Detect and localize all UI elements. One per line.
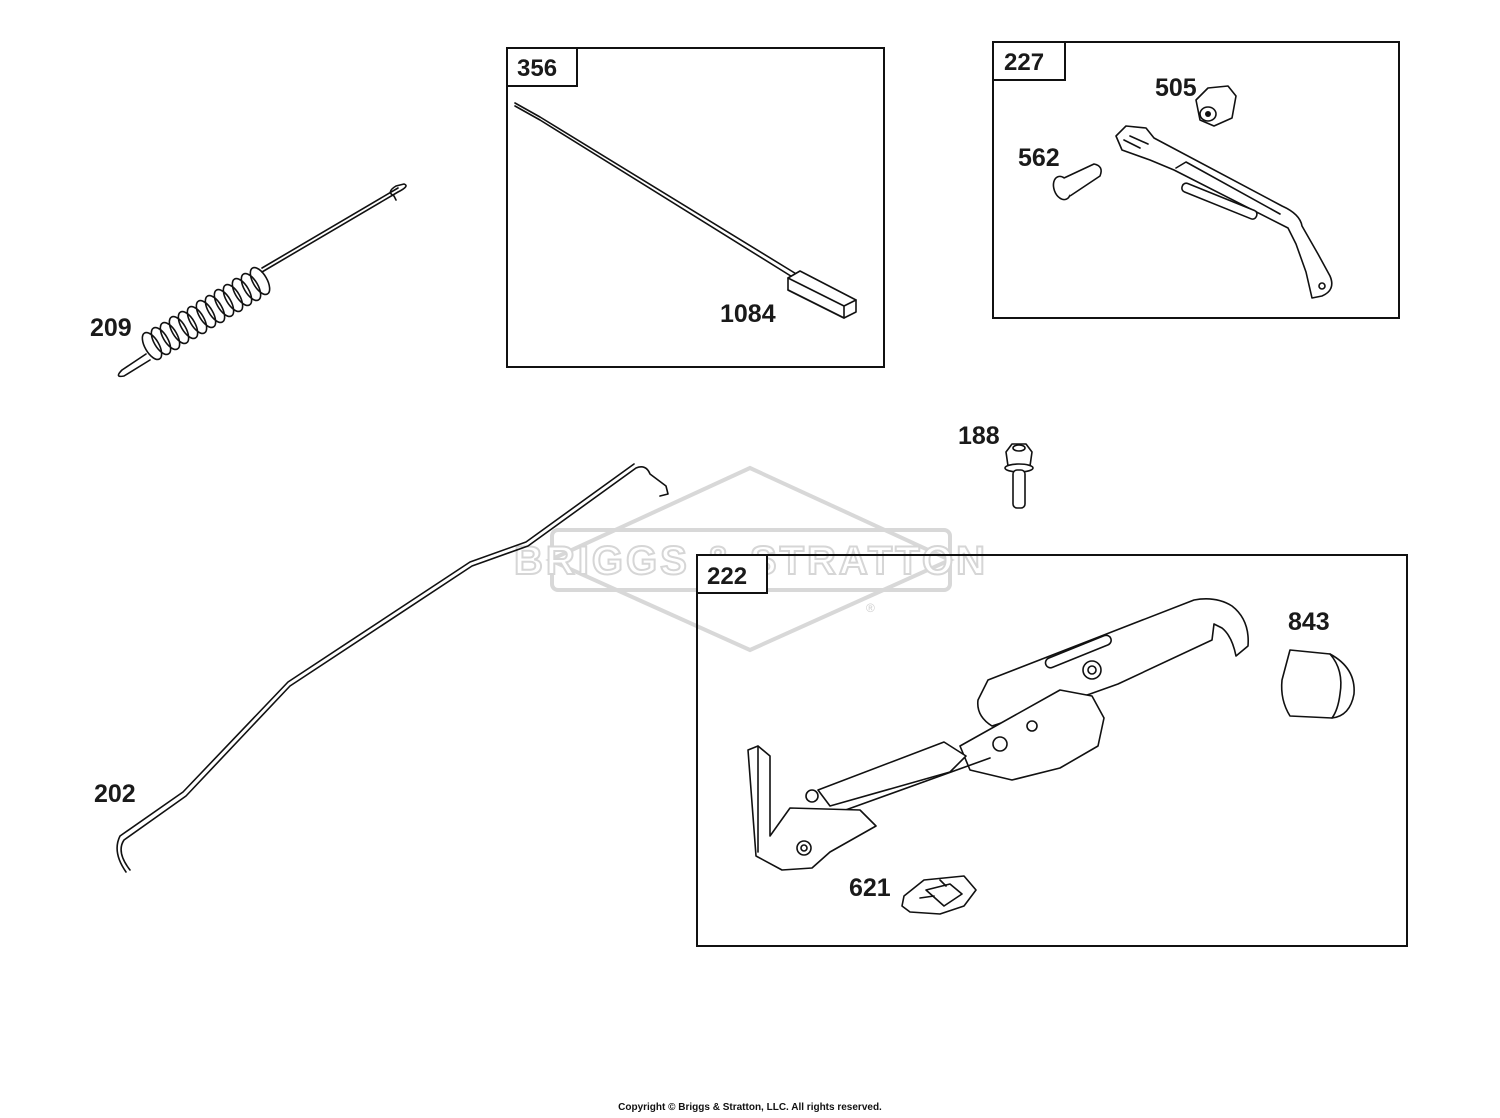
callout-202: 202	[94, 780, 136, 808]
callout-505: 505	[1155, 74, 1197, 102]
callout-356: 356	[517, 55, 557, 82]
box-356	[506, 47, 885, 368]
part-505-spacer[interactable]	[1195, 85, 1237, 127]
callout-562: 562	[1018, 144, 1060, 172]
callout-209: 209	[90, 314, 132, 342]
callout-621: 621	[849, 874, 891, 902]
callout-227: 227	[1004, 49, 1044, 76]
watermark-registered-mark: ®	[866, 601, 875, 615]
part-562-pin[interactable]	[1050, 163, 1102, 202]
box-222	[696, 554, 1408, 947]
part-1084-cable[interactable]	[514, 102, 857, 319]
part-227-lever[interactable]	[1115, 125, 1333, 299]
box-227	[992, 41, 1400, 319]
part-621-clip[interactable]	[901, 875, 977, 915]
part-202-rod[interactable]	[116, 463, 669, 873]
copyright-footer: Copyright © Briggs & Stratton, LLC. All …	[618, 1102, 882, 1113]
callout-843: 843	[1288, 608, 1330, 636]
callout-188: 188	[958, 422, 1000, 450]
callout-222: 222	[707, 563, 747, 590]
part-843-grip[interactable]	[1280, 649, 1355, 719]
part-222-lever-assembly[interactable]	[747, 598, 1249, 871]
callout-1084: 1084	[720, 300, 776, 328]
part-188-bolt[interactable]	[1004, 443, 1034, 509]
part-209-spring[interactable]	[117, 183, 407, 378]
